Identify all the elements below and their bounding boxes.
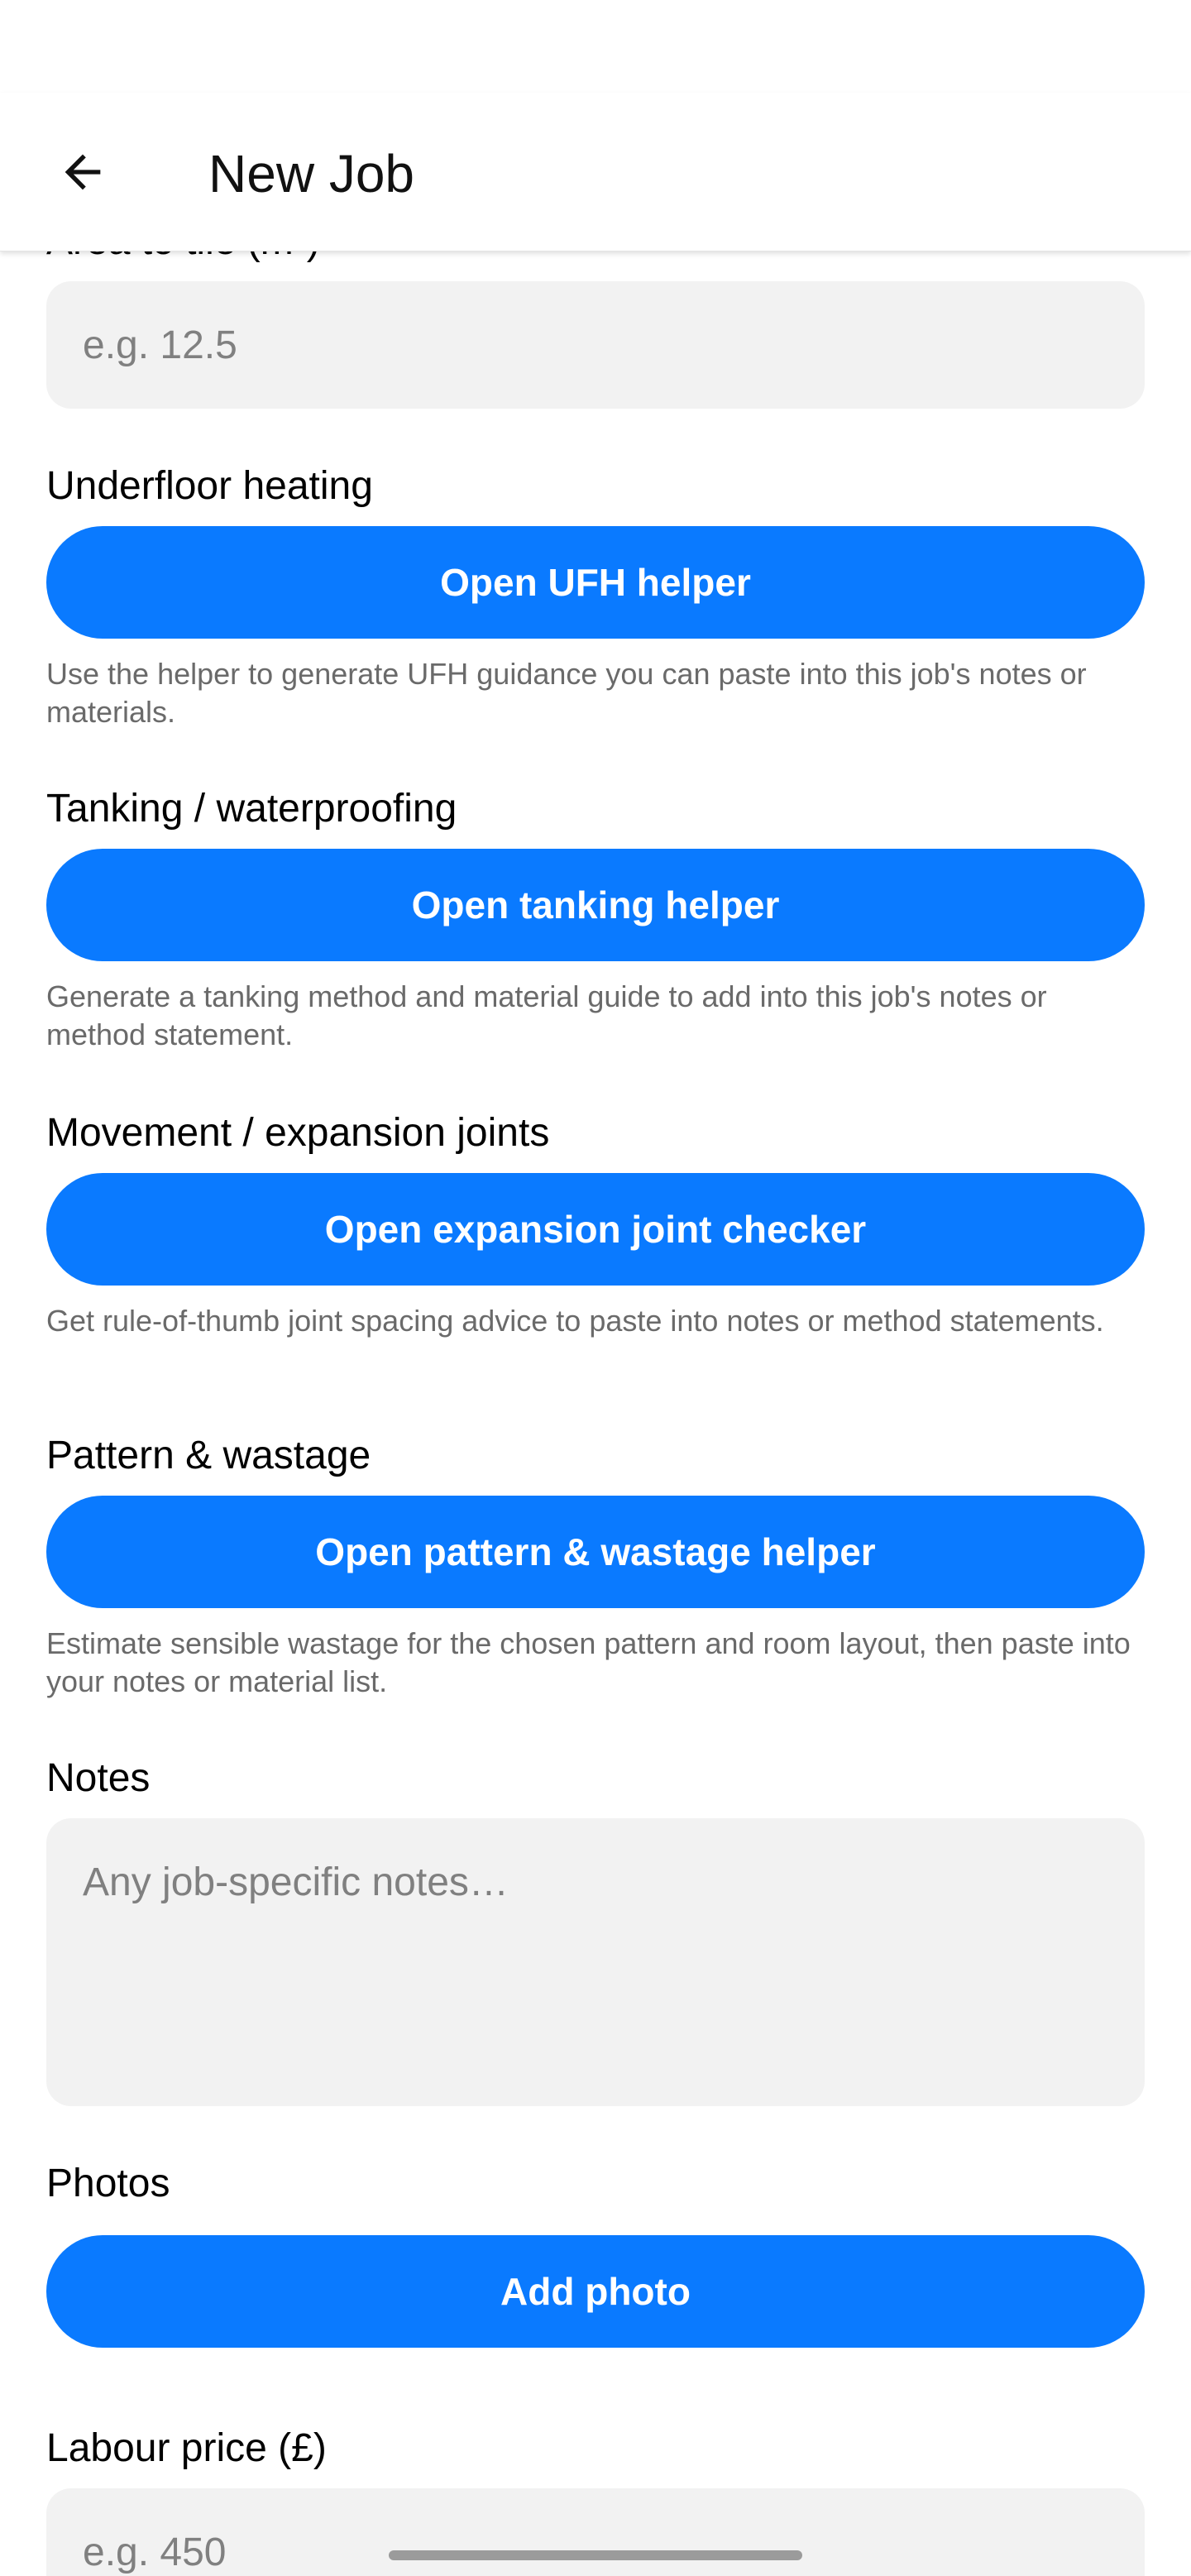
open-tanking-helper-button[interactable]: Open tanking helper [46,849,1145,961]
page-title: New Job [208,144,414,203]
area-placeholder: e.g. 12.5 [83,323,237,367]
notes-textarea[interactable]: Any job-specific notes… [46,1818,1145,2106]
ufh-helper-text: Use the helper to generate UFH guidance … [46,657,1087,729]
pattern-label: Pattern & wastage [46,1434,371,1477]
joints-label: Movement / expansion joints [46,1111,550,1155]
open-expansion-joint-checker-button[interactable]: Open expansion joint checker [46,1173,1145,1286]
ufh-label: Underfloor heating [46,464,373,508]
back-button[interactable] [40,129,126,215]
photos-label: Photos [46,2162,170,2205]
labour-label: Labour price (£) [46,2426,327,2470]
tanking-label: Tanking / waterproofing [46,787,457,831]
labour-price-input[interactable]: e.g. 450 [46,2488,1145,2576]
home-indicator [389,2550,802,2560]
joints-helper-text: Get rule-of-thumb joint spacing advice t… [46,1304,1104,1338]
area-input[interactable]: e.g. 12.5 [46,281,1145,409]
status-bar [0,0,1191,93]
notes-placeholder: Any job-specific notes… [83,1860,509,1904]
open-ufh-helper-button[interactable]: Open UFH helper [46,526,1145,639]
open-pattern-wastage-helper-button[interactable]: Open pattern & wastage helper [46,1496,1145,1608]
tanking-helper-text: Generate a tanking method and material g… [46,979,1047,1051]
app-bar: New Job [0,93,1191,251]
notes-label: Notes [46,1756,151,1800]
labour-placeholder: e.g. 450 [83,2530,227,2574]
add-photo-button[interactable]: Add photo [46,2235,1145,2348]
pattern-helper-text: Estimate sensible wastage for the chosen… [46,1626,1131,1698]
arrow-left-icon [65,154,101,190]
